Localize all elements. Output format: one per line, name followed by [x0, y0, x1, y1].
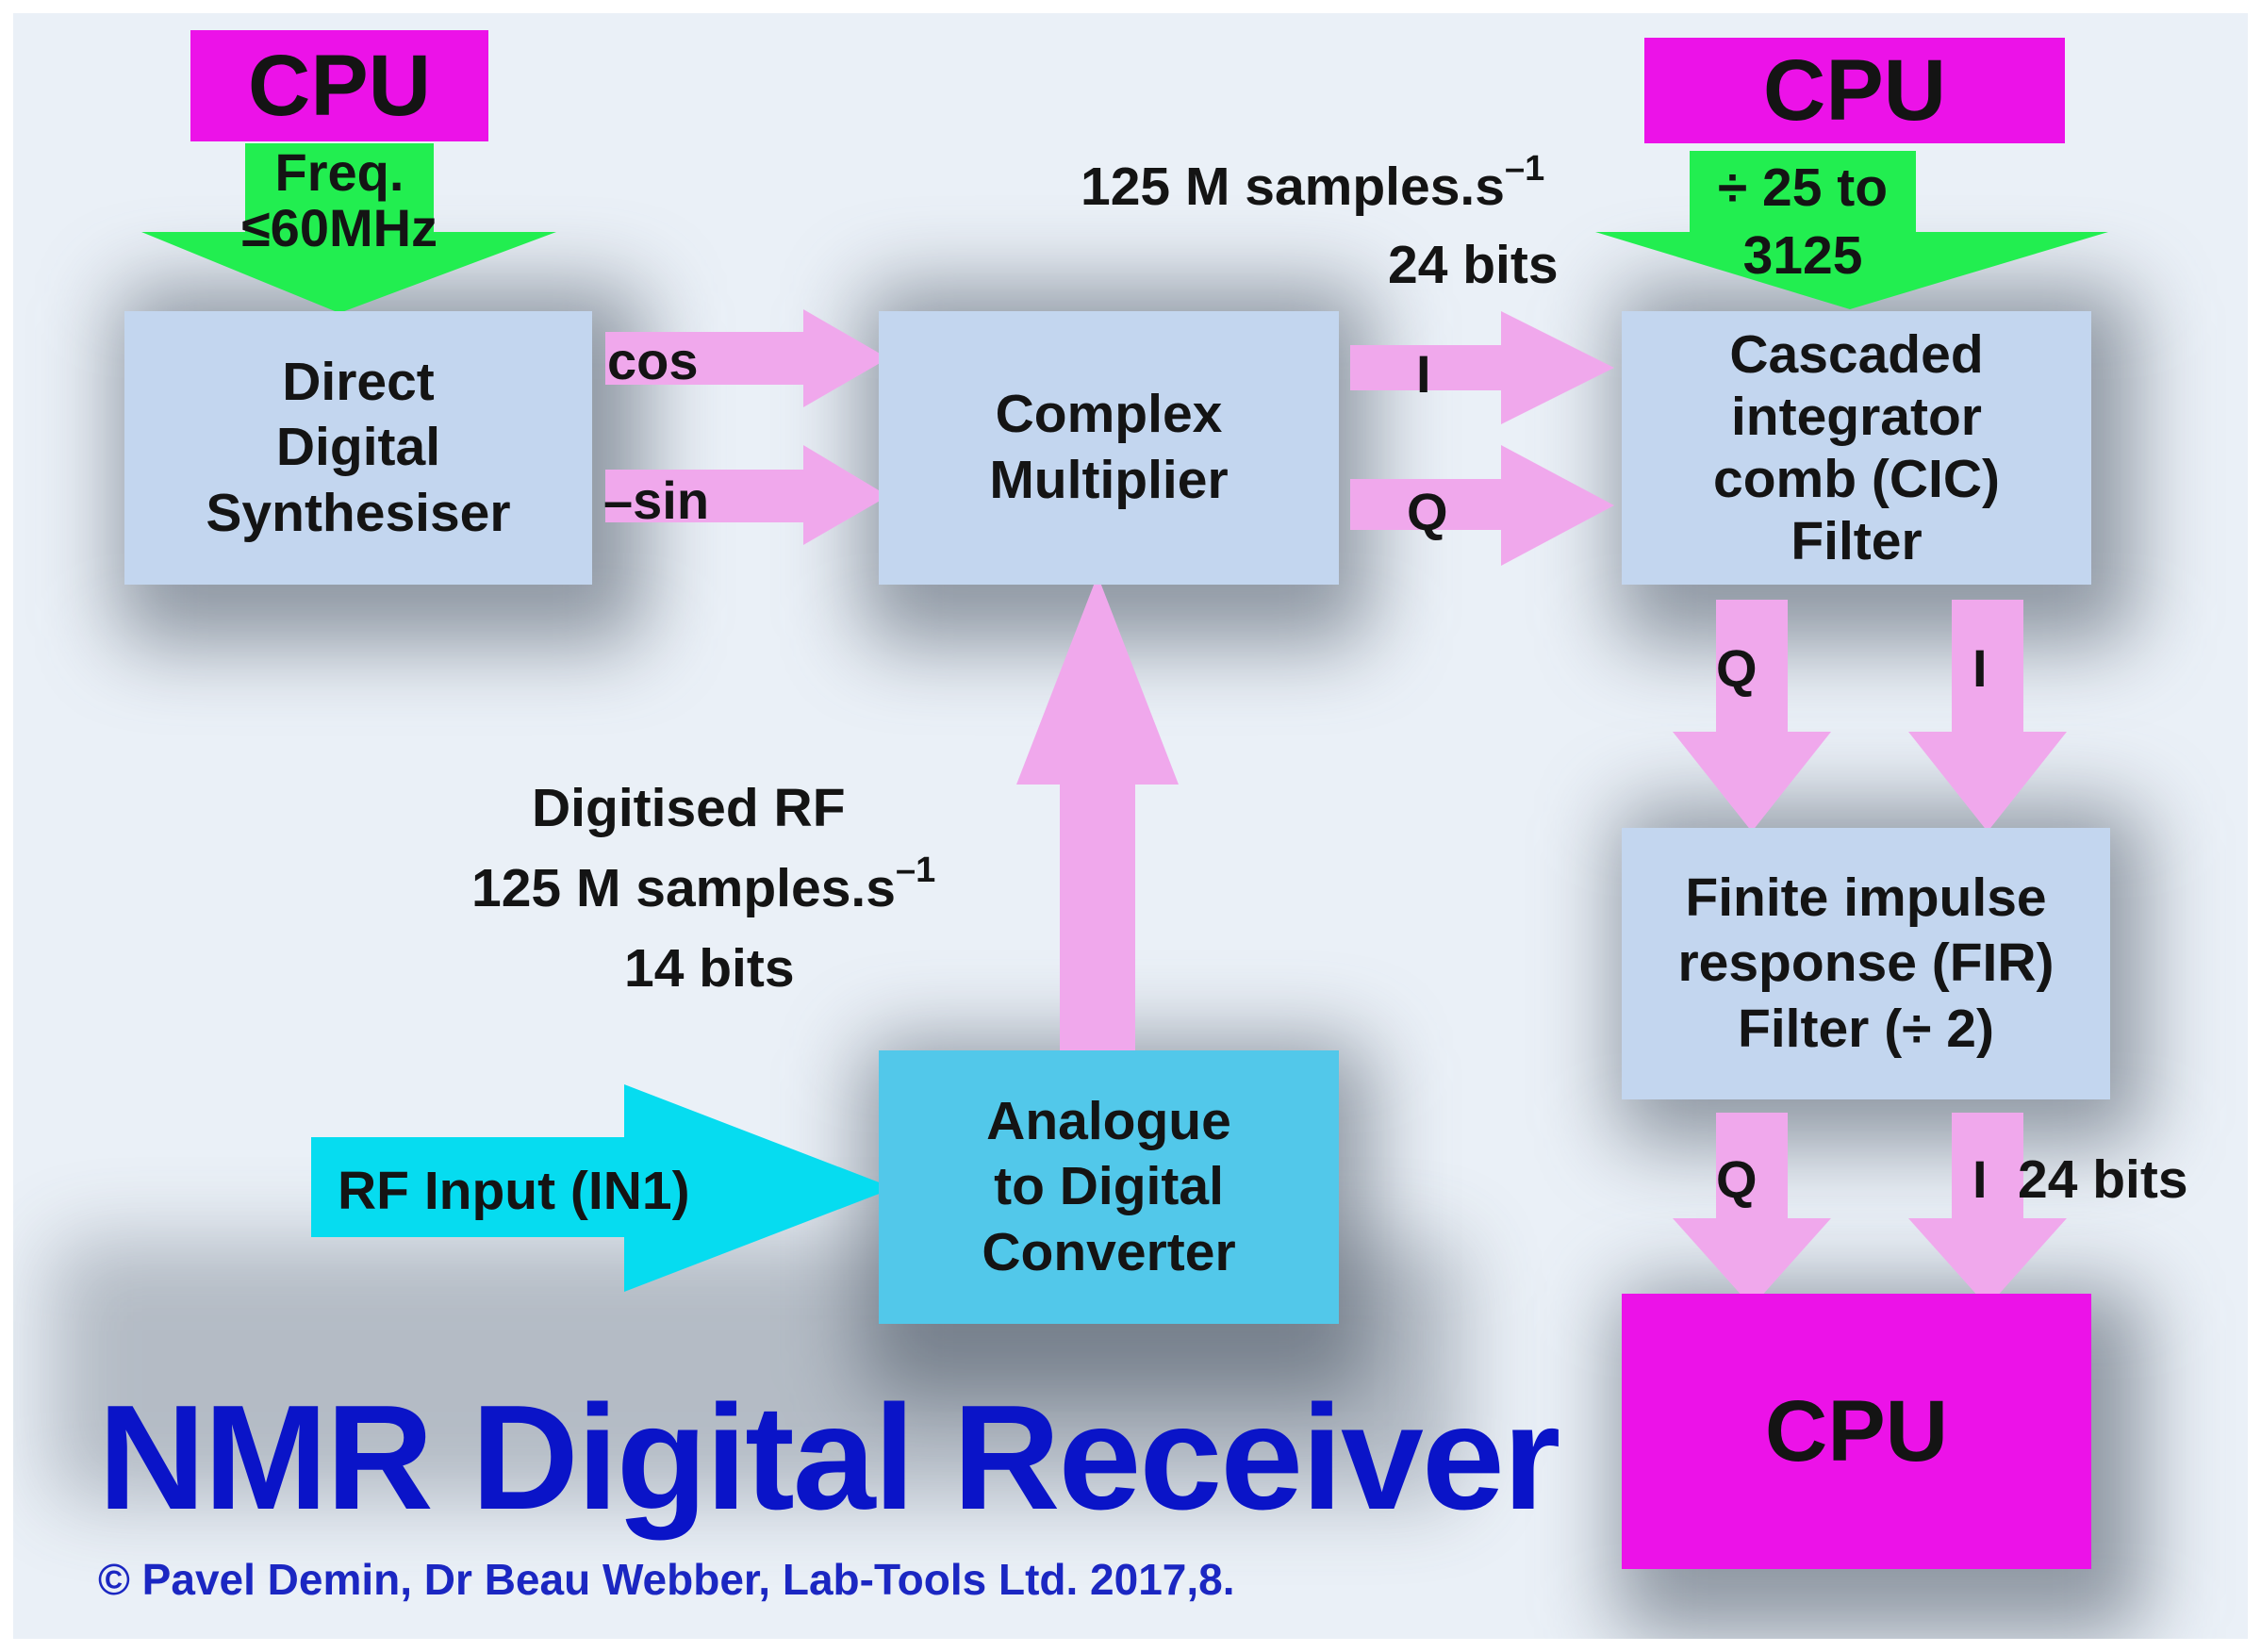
cpu-tag-left-label: CPU [247, 37, 432, 134]
rf-input-label: RF Input (IN1) [338, 1161, 690, 1221]
decimation-arrow [1595, 151, 2108, 309]
q-top-label: Q [1407, 482, 1448, 541]
cic-label: Cascaded integrator comb (CIC) Filter [1713, 323, 2000, 572]
sin-arrow [605, 445, 888, 545]
bits-mid-label: 14 bits [624, 938, 795, 999]
digitised-rf-label: Digitised RF [532, 778, 846, 838]
fir-filter-block: Finite impulse response (FIR) Filter (÷ … [1622, 828, 2110, 1099]
fir-label: Finite impulse response (FIR) Filter (÷ … [1677, 867, 2055, 1059]
adc-block: Analogue to Digital Converter [879, 1050, 1339, 1324]
rate-mid-label: 125 M samples.s–1 [471, 851, 935, 919]
rate-top-label: 125 M samples.s–1 [1081, 149, 1544, 218]
cpu-tag-left: CPU [190, 30, 488, 141]
diagram-title: NMR Digital Receiver [98, 1375, 1560, 1541]
dds-label: Direct Digital Synthesiser [206, 351, 511, 543]
decimation-label: ÷ 25 to 3125 [1717, 157, 1889, 286]
q-arrow-top [1350, 445, 1614, 566]
cpu-block: CPU [1622, 1294, 2091, 1569]
i-arrow-top [1350, 311, 1614, 424]
cos-label: cos [607, 331, 699, 390]
cic-filter-block: Cascaded integrator comb (CIC) Filter [1622, 311, 2091, 585]
cpu-tag-right: CPU [1644, 38, 2065, 143]
rate-mid-sup: –1 [895, 851, 936, 890]
rate-mid-main: 125 M samples.s [471, 858, 896, 918]
q-arrow-down-1 [1673, 600, 1831, 832]
i-down-2-label: I [1972, 1149, 1988, 1209]
freq-label: Freq. ≤60MHz [240, 142, 438, 257]
bits-out-label: 24 bits [2018, 1149, 2188, 1210]
sin-label: –sin [603, 471, 710, 530]
copyright-notice: © Pavel Demin, Dr Beau Webber, Lab-Tools… [98, 1555, 1235, 1604]
complex-multiplier-block: Complex Multiplier [879, 311, 1339, 585]
i-top-label: I [1416, 344, 1431, 404]
q-arrow-down-2 [1673, 1113, 1831, 1307]
multiplier-label: Complex Multiplier [989, 384, 1229, 510]
cos-arrow [605, 309, 888, 407]
nmr-receiver-diagram: CPU CPU Direct Digital Synthesiser Compl… [13, 13, 2248, 1639]
arrows-layer [141, 143, 2108, 1307]
rf-input-arrow [311, 1084, 894, 1292]
rate-top-main: 125 M samples.s [1081, 157, 1505, 217]
freq-arrow [141, 143, 556, 313]
rate-top-sup: –1 [1504, 149, 1545, 189]
bits-top-label: 24 bits [1388, 235, 1559, 295]
cpu-block-label: CPU [1764, 1382, 1949, 1479]
q-down-2-label: Q [1716, 1149, 1758, 1209]
i-arrow-down-1 [1908, 600, 2067, 832]
adc-label: Analogue to Digital Converter [982, 1090, 1236, 1282]
cpu-tag-right-label: CPU [1762, 41, 1947, 139]
i-down-1-label: I [1972, 638, 1988, 698]
i-arrow-down-2 [1908, 1113, 2067, 1307]
direct-digital-synthesiser-block: Direct Digital Synthesiser [124, 311, 592, 585]
digitised-rf-arrow [1016, 575, 1179, 1052]
q-down-1-label: Q [1716, 638, 1758, 698]
